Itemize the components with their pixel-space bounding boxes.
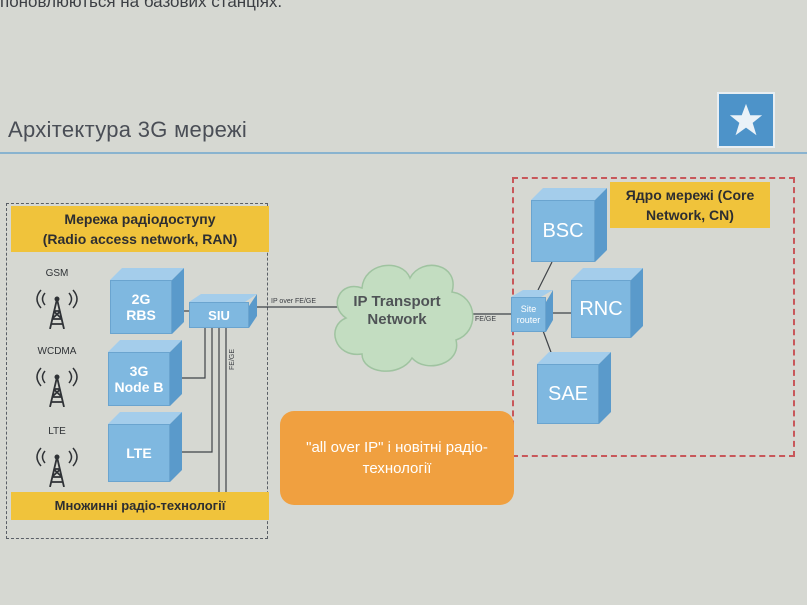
antenna-icon: [36, 447, 78, 488]
router-line1: Site: [520, 303, 537, 314]
site-router: Site router: [511, 290, 553, 332]
bsc-node: BSC: [531, 188, 607, 262]
antenna-label: WCDMA: [37, 346, 77, 357]
antenna-label: GSM: [45, 268, 69, 279]
cloud-label: IP Transport Network: [322, 293, 472, 329]
cloud-line2: Network: [367, 311, 427, 328]
antenna-gsm: GSM: [27, 268, 87, 334]
rnc-label: RNC: [579, 297, 623, 320]
callout-text: "all over IP" і новітні радіо-технології: [306, 439, 488, 477]
antenna-icon: [36, 289, 78, 330]
star-badge: [717, 92, 775, 148]
node-bottom-label: Node B: [114, 379, 164, 395]
node-top-label: 2G: [131, 291, 151, 307]
node-lte: LTE: [108, 412, 182, 482]
node-bottom-label: LTE: [126, 445, 152, 461]
node-3g-nodeb: 3G Node B: [108, 340, 182, 406]
top-text-fragment: поновлюються на базових станціях.: [0, 0, 283, 11]
all-over-ip-callout: "all over IP" і новітні радіо-технології: [280, 411, 514, 505]
node-top-label: 3G: [129, 363, 149, 379]
antenna-label: LTE: [48, 426, 66, 437]
fe-ge-vertical-label: FE/GE: [229, 348, 236, 370]
page-title: Архітектура 3G мережі: [8, 117, 248, 142]
core-label: Ядро мережі (Core Network, CN): [610, 182, 770, 228]
node-2g-rbs: 2G RBS: [110, 268, 184, 334]
antenna-wcdma: WCDMA: [27, 346, 87, 412]
core-label-line1: Ядро мережі (Core: [625, 187, 755, 203]
ran-label-line2: (Radio access network, RAN): [42, 231, 238, 247]
sae-label: SAE: [547, 382, 589, 405]
ran-dashed-border: [6, 203, 268, 539]
ran-label-line1: Мережа радіодоступу: [64, 211, 216, 227]
bsc-label: BSC: [542, 219, 584, 242]
rnc-node: RNC: [571, 268, 643, 338]
cloud-icon: [334, 264, 474, 372]
node-bottom-label: RBS: [126, 307, 156, 323]
fe-ge-right-label: FE/GE: [475, 316, 497, 323]
siu-box: SIU: [189, 294, 257, 328]
multi-radio-label: Множинні радіо-технології: [11, 492, 269, 520]
star-icon: [729, 103, 763, 136]
sae-node: SAE: [537, 352, 611, 424]
ip-over-fe-ge-label: IP over FE/GE: [271, 298, 316, 305]
title-divider: [0, 152, 807, 154]
core-label-line2: Network, CN): [646, 207, 734, 223]
antenna-icon: [36, 367, 78, 408]
cloud-line1: IP Transport: [353, 293, 441, 310]
router-line2: router: [516, 314, 541, 325]
siu-label: SIU: [208, 307, 230, 323]
ran-label: Мережа радіодоступу (Radio access networ…: [11, 206, 269, 252]
antenna-lte: LTE: [27, 426, 87, 492]
